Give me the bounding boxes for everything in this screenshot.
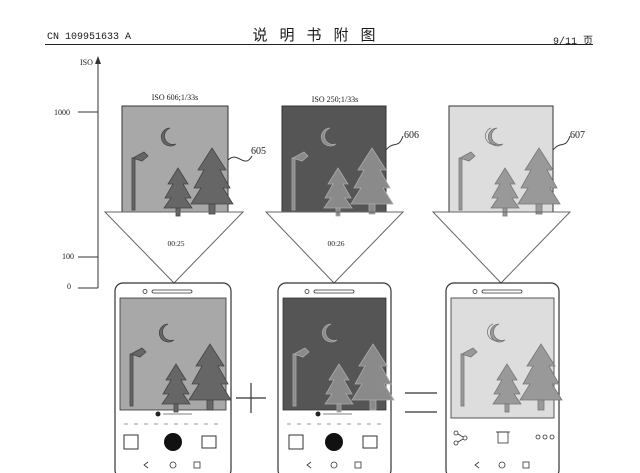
ref-label-607: 607 [570,130,585,141]
switch-camera-icon[interactable] [362,435,378,449]
patent-number: CN 109951633 A [47,32,132,43]
frame-1-iso-caption: ISO 606;1/33s [151,93,199,102]
gallery-icon[interactable] [288,434,304,450]
iso-tick-100: 100 [62,252,74,261]
shutter-button-icon[interactable] [164,433,182,451]
phone-2 [277,282,395,473]
header-rule [45,44,593,45]
frame-2-iso-caption: ISO 250;1/33s [311,95,359,104]
page-title: 说明书附图 [252,26,388,44]
axis-arrow-icon [95,56,101,64]
shutter-button-icon[interactable] [325,433,343,451]
frame-1-time: 00:25 [167,239,185,248]
gallery-icon[interactable] [123,434,139,450]
trash-icon[interactable] [496,431,510,444]
iso-tick-1000: 1000 [54,108,70,117]
frame-606 [264,105,405,284]
frame-605 [103,105,253,284]
switch-camera-icon[interactable] [201,435,217,449]
share-icon[interactable] [453,430,468,446]
phone-3 [445,282,563,473]
phone-1 [114,282,232,473]
frame-2-time: 00:26 [327,239,345,248]
page-number: 9/11 页 [553,37,594,48]
equals-operator [405,392,437,413]
plus-operator [236,383,266,413]
iso-axis-label: ISO [80,58,93,67]
frame-607 [431,105,572,284]
ref-label-605: 605 [251,146,266,157]
more-icon[interactable] [535,434,555,440]
iso-tick-0: 0 [67,282,71,291]
ref-label-606: 606 [404,130,419,141]
